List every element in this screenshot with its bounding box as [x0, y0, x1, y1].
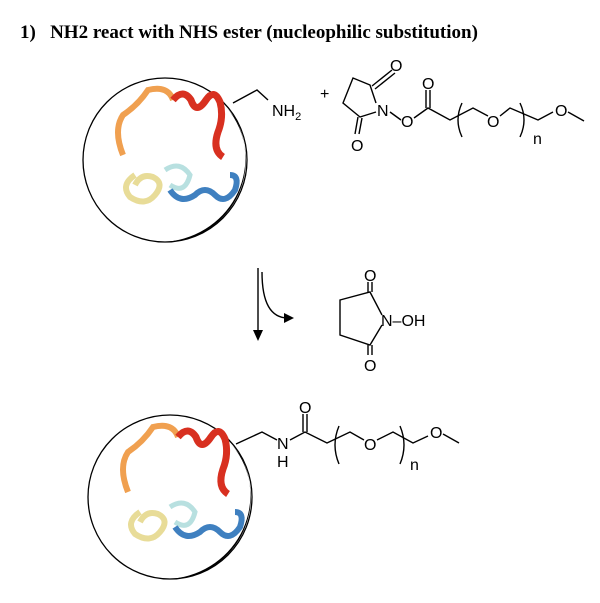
protein-reactant: NH2 [83, 78, 301, 242]
reaction-arrow [253, 268, 294, 341]
amine-label: NH2 [272, 103, 301, 123]
svg-text:O: O [364, 437, 376, 454]
protein-product: N H O O n O [88, 400, 460, 579]
svg-text:O: O [351, 138, 363, 155]
svg-text:O: O [401, 114, 413, 131]
svg-text:O: O [430, 425, 442, 442]
plus-sign: + [320, 86, 329, 103]
svg-text:n: n [410, 457, 419, 474]
svg-text:O: O [364, 268, 376, 285]
svg-text:H: H [277, 454, 289, 471]
svg-text:O: O [299, 400, 311, 417]
nhs-byproduct: O N–OH O [339, 268, 425, 375]
svg-text:N–OH: N–OH [381, 313, 425, 330]
svg-text:O: O [422, 76, 434, 93]
nhs-ester-peg: O N O O O O n O [342, 58, 585, 155]
svg-text:n: n [533, 131, 542, 148]
reaction-title: 1) NH2 react with NHS ester (nucleophili… [20, 22, 478, 43]
svg-text:O: O [555, 103, 567, 120]
svg-text:N: N [277, 436, 289, 453]
svg-text:O: O [390, 58, 402, 75]
svg-text:O: O [487, 114, 499, 131]
svg-text:O: O [364, 358, 376, 375]
svg-text:N: N [377, 103, 389, 120]
